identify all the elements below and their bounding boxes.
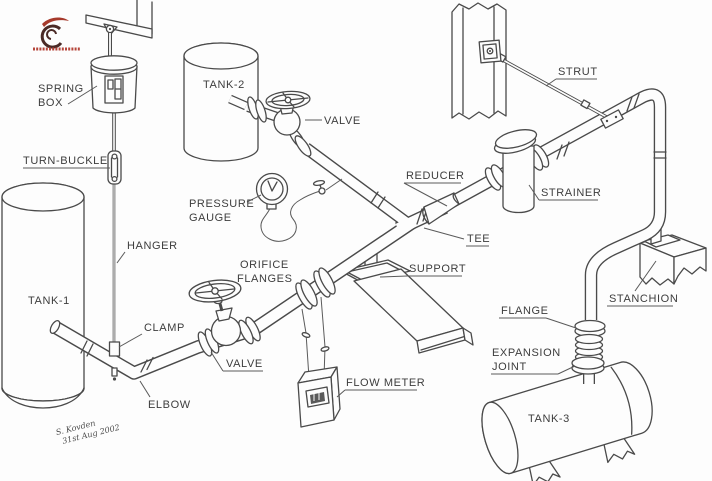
- label-orifice-2: FLANGES: [237, 273, 293, 285]
- label-orifice-1: ORIFICE: [240, 259, 289, 271]
- label-elbow: ELBOW: [148, 399, 191, 411]
- label-stanchion: STANCHION: [609, 293, 678, 305]
- pressure-gauge: [255, 172, 343, 242]
- strut: [478, 39, 624, 129]
- label-support: SUPPORT: [409, 263, 466, 275]
- reducer: [422, 192, 460, 225]
- label-tank-3: TANK-3: [528, 413, 570, 425]
- label-turn-buckle: TURN-BUCKLE: [23, 155, 108, 167]
- support-beam: [85, 0, 153, 39]
- stanchion: [639, 222, 707, 286]
- label-pressure-1: PRESSURE: [189, 198, 254, 210]
- tank-3: [481, 361, 653, 481]
- flow-meter: [297, 366, 341, 428]
- label-expansion-1: EXPANSION: [492, 347, 561, 359]
- valve-bottom: [188, 279, 261, 357]
- flange-and-expansion-joint: [571, 319, 606, 375]
- label-hanger: HANGER: [127, 240, 178, 252]
- label-spring-box-2: BOX: [38, 97, 63, 109]
- hanger-rod: [108, 33, 116, 342]
- label-tee: TEE: [467, 233, 490, 245]
- strainer: [484, 129, 550, 214]
- labels: SPRING BOX TURN-BUCKLE HANGER TANK-1 CLA…: [23, 66, 678, 425]
- label-flange: FLANGE: [501, 305, 549, 317]
- tank-1: [1, 182, 85, 409]
- label-valve-top: VALVE: [324, 115, 361, 127]
- tank-2: [183, 42, 259, 162]
- pipe-clamp: [108, 341, 121, 381]
- valve-top: [228, 90, 312, 157]
- label-clamp: CLAMP: [144, 322, 185, 334]
- label-flow-meter: FLOW METER: [346, 377, 425, 389]
- label-tank-2: TANK-2: [203, 79, 245, 91]
- impulse-lines: [301, 296, 330, 379]
- label-strainer: STRAINER: [541, 187, 601, 199]
- label-tank-1: TANK-1: [28, 295, 70, 307]
- label-valve-bottom: VALVE: [226, 358, 263, 370]
- label-expansion-2: JOINT: [492, 361, 527, 373]
- pipe-network: [49, 88, 667, 384]
- leader-lines: [23, 78, 673, 398]
- signature: S. Kovden 31st Aug 2002: [55, 419, 121, 446]
- spring-box: [90, 55, 138, 114]
- company-logo: [33, 17, 80, 51]
- label-strut: STRUT: [558, 66, 598, 78]
- orifice-flanges: [295, 267, 336, 310]
- wall-column: [451, 2, 507, 120]
- turnbuckle: [107, 150, 122, 185]
- label-pressure-2: GAUGE: [189, 212, 232, 224]
- label-spring-box-1: SPRING: [38, 83, 84, 95]
- label-reducer: REDUCER: [406, 170, 465, 182]
